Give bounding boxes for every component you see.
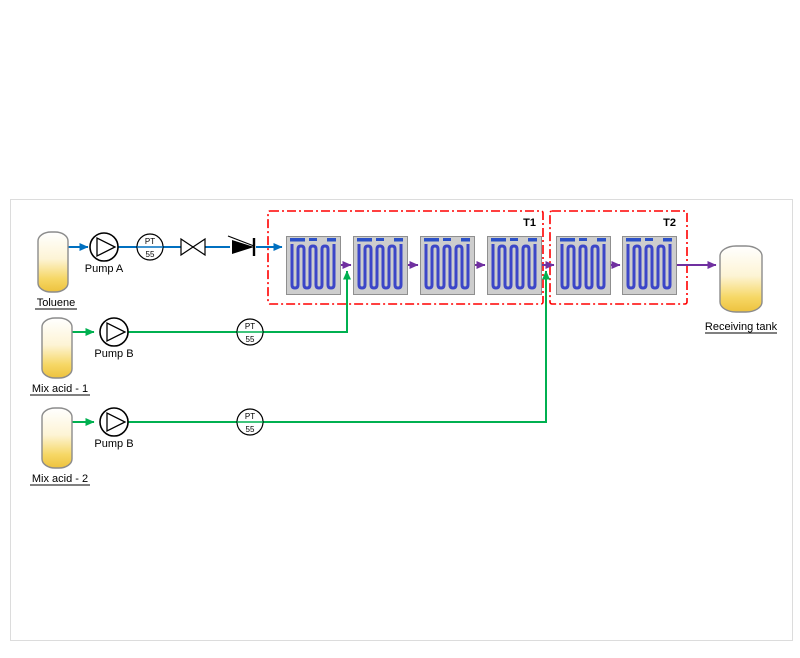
check-valve-flapper xyxy=(227,235,255,247)
pt3-number: 55 xyxy=(246,425,255,434)
pipe-segment xyxy=(263,270,351,333)
tank-body xyxy=(41,317,73,379)
reactor-module-2 xyxy=(352,235,409,296)
zone-t1: T1 xyxy=(267,210,544,305)
reactor-module-1 xyxy=(285,235,342,296)
pt2-tag: PT xyxy=(245,322,255,331)
tank-receiving: Receiving tank xyxy=(705,245,778,334)
pump-b2: Pump B xyxy=(94,407,134,450)
zone-t2-outline xyxy=(549,210,688,305)
pump-a: Pump A xyxy=(85,232,124,275)
acid2-pipe xyxy=(72,270,550,426)
tank-body xyxy=(41,407,73,469)
tank-receiving-label: Receiving tank xyxy=(705,321,778,333)
tank-body xyxy=(37,231,69,293)
zone-t2: T2 xyxy=(549,210,688,305)
valve-right-triangle xyxy=(191,237,206,257)
check-valve-icon xyxy=(227,235,256,256)
zone-t1-label: T1 xyxy=(523,217,536,229)
pump-a-label: Pump A xyxy=(85,263,124,275)
valve-icon xyxy=(180,237,206,257)
pressure-transmitter-1: PT 55 xyxy=(136,233,164,261)
check-valve-triangle xyxy=(232,240,254,254)
pt3-tag: PT xyxy=(245,412,255,421)
tank-mix-acid-2: Mix acid - 2 xyxy=(30,407,90,486)
reactor-module-3 xyxy=(419,235,476,296)
tank-mix-acid-1-label: Mix acid - 1 xyxy=(32,383,88,395)
pt1-tag: PT xyxy=(145,237,155,246)
pt2-number: 55 xyxy=(246,335,255,344)
tank-mix-acid-2-label: Mix acid - 2 xyxy=(32,473,88,485)
pump-impeller-icon xyxy=(106,411,127,433)
tank-toluene-label: Toluene xyxy=(37,297,76,309)
valve-left-triangle xyxy=(180,237,195,257)
reactor-module-6 xyxy=(621,235,678,296)
pump-b1: Pump B xyxy=(94,317,134,360)
pt1-number: 55 xyxy=(146,250,155,259)
pump-impeller-icon xyxy=(96,236,117,258)
canvas-frame xyxy=(10,199,793,641)
acid1-pipe xyxy=(72,270,351,336)
pressure-transmitter-2: PT 55 xyxy=(236,318,264,346)
zone-t2-label: T2 xyxy=(663,217,676,229)
pump-b1-label: Pump B xyxy=(94,348,133,360)
pipe-segment xyxy=(263,270,550,423)
reactor-module-4 xyxy=(486,235,543,296)
tank-mix-acid-1: Mix acid - 1 xyxy=(30,317,90,396)
zone-t1-outline xyxy=(267,210,544,305)
pressure-transmitter-3: PT 55 xyxy=(236,408,264,436)
pump-impeller-icon xyxy=(106,321,127,343)
tank-toluene: Toluene xyxy=(35,231,77,310)
tank-body xyxy=(719,245,763,313)
reactor-module-5 xyxy=(555,235,612,296)
pump-b2-label: Pump B xyxy=(94,438,133,450)
